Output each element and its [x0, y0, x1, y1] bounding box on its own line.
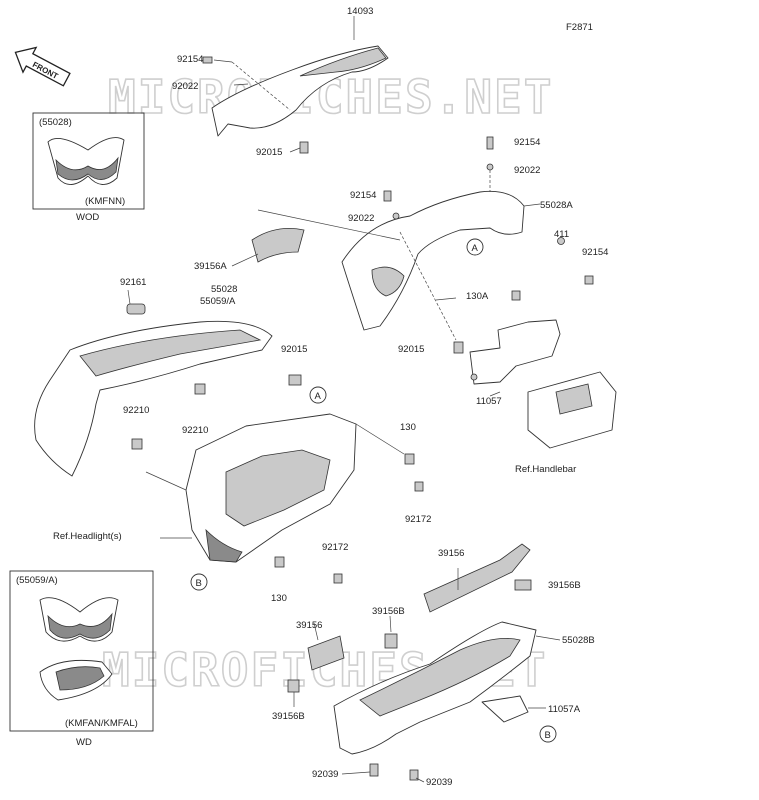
part-39156-pad: [307, 635, 345, 671]
label-411: 411: [554, 229, 569, 240]
label-92154-d: 92154: [582, 247, 608, 258]
label-92039-a: 92039: [312, 769, 338, 780]
part-headlight-assembly: [145, 413, 424, 584]
part-14093: [202, 16, 389, 154]
svg-text:B: B: [545, 730, 551, 741]
label-130a: 130A: [466, 291, 489, 302]
label-92172-b: 92172: [322, 542, 348, 553]
label-39156-b: 39156: [296, 620, 322, 631]
label-ref-handlebar: Ref.Handlebar: [515, 464, 576, 475]
label-92154-b: 92154: [514, 137, 540, 148]
label-39156-a: 39156: [438, 548, 464, 559]
part-39156b-pad-1: [514, 579, 532, 591]
inset-55028: (55028) (KMFNN) WOD: [32, 112, 145, 223]
label-55028: 55028: [211, 284, 237, 295]
inset-top-model: (KMFNN): [85, 196, 125, 207]
part-55028-cowl: [34, 303, 302, 477]
inset-bottom-part: (55059/A): [16, 575, 58, 586]
label-55059a: 55059/A: [200, 296, 236, 307]
front-arrow-icon: FRONT: [14, 46, 71, 87]
label-92210-b: 92210: [182, 425, 208, 436]
part-55028b: [333, 621, 561, 781]
part-39156b-pad-2: [384, 633, 398, 649]
svg-text:A: A: [315, 391, 322, 402]
inset-bottom-market: WD: [76, 737, 92, 748]
callout-b-left: B: [190, 573, 208, 591]
label-14093: 14093: [347, 6, 373, 17]
inset-top-part: (55028): [39, 117, 72, 128]
figure-code: F2871: [566, 22, 593, 33]
part-39156-strip: [423, 543, 531, 613]
label-92154-a: 92154: [177, 54, 203, 65]
label-11057: 11057: [476, 396, 502, 407]
part-39156a: [231, 227, 305, 267]
label-92015-a: 92015: [256, 147, 282, 158]
part-11057: [453, 290, 561, 397]
label-39156b-a: 39156B: [548, 580, 581, 591]
label-92015-c: 92015: [281, 344, 307, 355]
label-39156b-c: 39156B: [272, 711, 305, 722]
svg-text:B: B: [196, 578, 202, 589]
label-ref-headlight: Ref.Headlight(s): [53, 531, 122, 542]
label-39156a: 39156A: [194, 261, 227, 272]
part-39156b-pad-3: [287, 679, 300, 693]
label-55028b: 55028B: [562, 635, 595, 646]
label-92022-c: 92022: [348, 213, 374, 224]
label-92022-b: 92022: [514, 165, 540, 176]
label-92022-a: 92022: [172, 81, 198, 92]
label-130-a: 130: [400, 422, 416, 433]
label-11057a: 11057A: [548, 704, 581, 715]
label-55028a: 55028A: [540, 200, 573, 211]
callout-a-lower: A: [309, 386, 327, 404]
handlebar-clamp: [527, 371, 617, 449]
inset-top-market: WOD: [76, 212, 99, 223]
callout-b-right: B: [539, 725, 557, 743]
label-92154-c: 92154: [350, 190, 376, 201]
part-55028a: [257, 136, 594, 341]
label-92039-b: 92039: [426, 777, 452, 788]
label-39156b-b: 39156B: [372, 606, 405, 617]
inset-bottom-model: (KMFAN/KMFAL): [65, 718, 138, 729]
label-92161: 92161: [120, 277, 146, 288]
label-92015-b: 92015: [398, 344, 424, 355]
callout-a-upper: A: [466, 238, 484, 256]
label-130-b: 130: [271, 593, 287, 604]
label-92172-a: 92172: [405, 514, 431, 525]
inset-55059a: (55059/A) (KMFAN/KMFAL) WD: [9, 570, 154, 748]
label-92210-a: 92210: [123, 405, 149, 416]
svg-text:A: A: [472, 243, 479, 254]
